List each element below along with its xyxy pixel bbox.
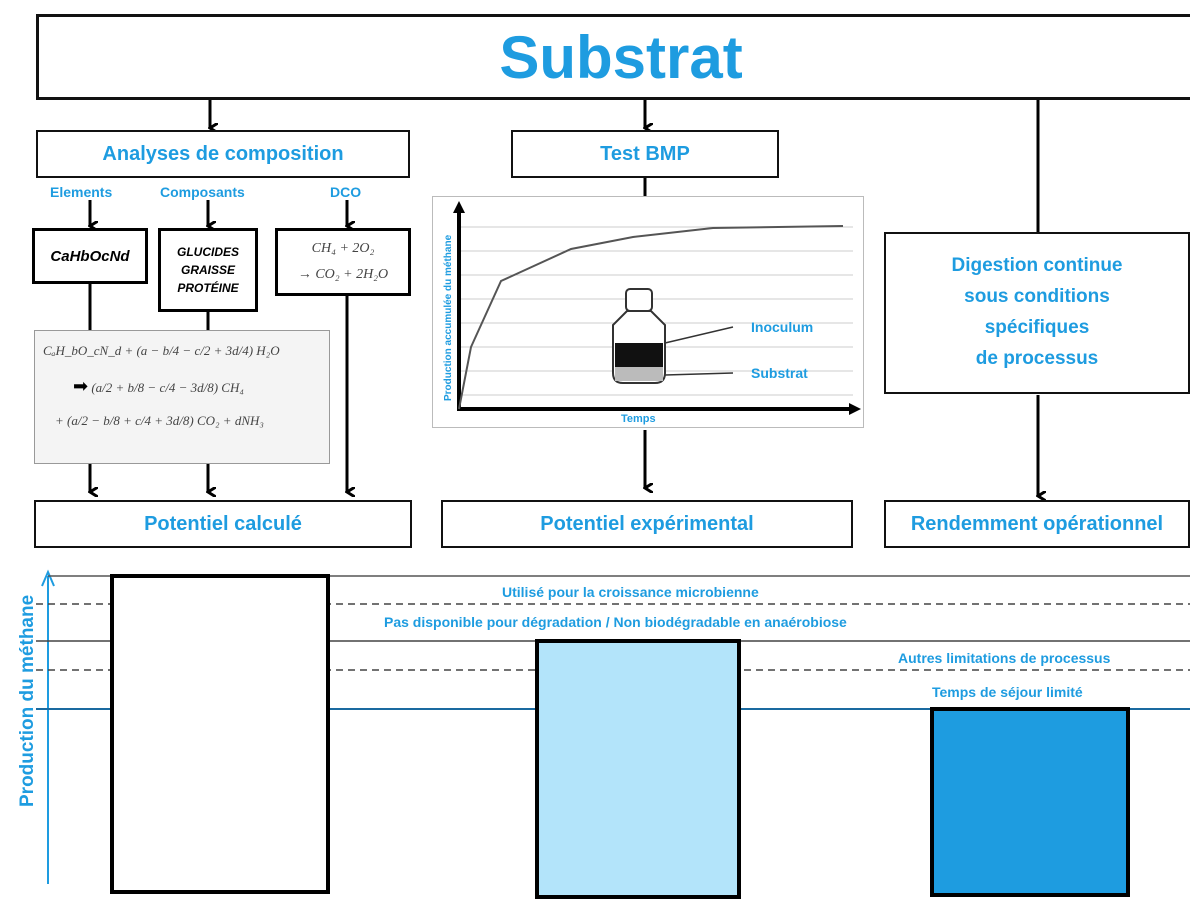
annotation-growth: Utilisé pour la croissance microbienne xyxy=(502,584,759,600)
composants-box: GLUCIDES GRAISSE PROTÉINE xyxy=(158,228,258,312)
dco-box: CH₄ + 2O₂ → CO₂ + 2H₂O xyxy=(275,228,411,296)
annotation-time: Temps de séjour limité xyxy=(932,684,1083,700)
composant-glucides: GLUCIDES xyxy=(176,245,239,259)
label-elements: Elements xyxy=(50,184,113,200)
calculated-potential: Potentiel calculé xyxy=(34,500,412,548)
annotation-other: Autres limitations de processus xyxy=(898,650,1111,666)
buswell-line-3: + (a/2 − b/8 + c/4 + 3d/8) CO₂ + dNH₃ xyxy=(55,412,264,428)
composant-graisse: GRAISSE xyxy=(180,263,235,277)
continuous-line-2: sous conditions xyxy=(964,286,1110,308)
composant-proteine: PROTÉINE xyxy=(177,281,239,295)
page-title: Substrat xyxy=(36,14,1190,100)
buswell-line-1: CₐH_bO_cN_d + (a − b/4 − c/2 + 3d/4) H₂O xyxy=(43,343,280,358)
continuous-line-1: Digestion continue xyxy=(951,255,1123,277)
label-composants: Composants xyxy=(160,184,245,200)
elements-formula: CaHbOcNd xyxy=(32,228,148,284)
substrat-label: Substrat xyxy=(751,365,808,381)
bar-calculated xyxy=(110,574,330,894)
operational-yield: Rendemment opérationnel xyxy=(884,500,1190,548)
buswell-equation: CₐH_bO_cN_d + (a − b/4 − c/2 + 3d/4) H₂O… xyxy=(34,330,330,464)
continuous-line-3: spécifiques xyxy=(984,317,1090,338)
label-dco: DCO xyxy=(330,184,362,200)
dco-line-1: CH₄ + 2O₂ xyxy=(311,241,375,256)
experimental-potential: Potentiel expérimental xyxy=(441,500,853,548)
bmp-xlabel: Temps xyxy=(621,413,656,425)
right-arrow-icon: ➡ xyxy=(73,375,89,396)
buswell-line-2: (a/2 + b/8 − c/4 − 3d/8) CH₄ xyxy=(91,379,244,395)
dco-line-2: → CO₂ + 2H₂O xyxy=(297,267,389,282)
methane-ylabel: Production du méthane xyxy=(17,594,38,807)
bar-experimental xyxy=(535,639,741,899)
bmp-ylabel: Production accumulée du méthane xyxy=(443,234,454,401)
continuous-digestion-box: Digestion continue sous conditions spéci… xyxy=(884,232,1190,394)
annotation-nonbio: Pas disponible pour dégradation / Non bi… xyxy=(384,614,847,630)
bmp-graph: Production accumulée du méthane Temps In… xyxy=(432,196,864,428)
bottle-icon xyxy=(612,288,666,384)
bar-operational xyxy=(930,707,1130,897)
analysis-header: Analyses de composition xyxy=(36,130,410,178)
continuous-line-4: de processus xyxy=(975,347,1099,369)
bmp-header: Test BMP xyxy=(511,130,779,178)
inoculum-label: Inoculum xyxy=(751,319,814,335)
